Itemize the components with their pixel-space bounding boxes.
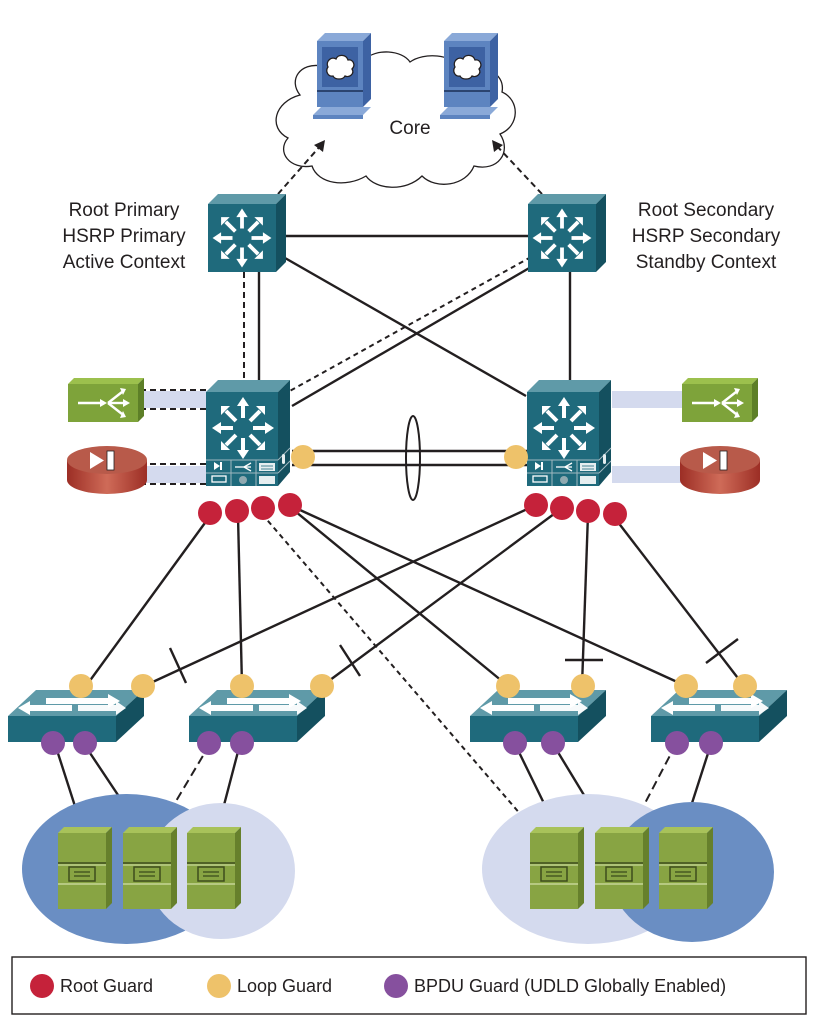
agg-right-label: Root Secondary HSRP Secondary Standby Co…: [632, 200, 781, 273]
dist-switch-left[interactable]: [206, 380, 290, 486]
standby-links: [140, 256, 677, 831]
ips-left-icon: [66, 445, 148, 495]
root-guard-marker: [278, 493, 302, 517]
root-guard-marker: [576, 499, 600, 523]
loop-guard-marker: [674, 674, 698, 698]
legend-item-bpdu-guard: BPDU Guard (UDLD Globally Enabled): [384, 974, 726, 998]
svg-text:HSRP Secondary: HSRP Secondary: [632, 226, 781, 247]
server-icon[interactable]: [658, 826, 714, 910]
server-icon[interactable]: [186, 826, 242, 910]
loop-guard-marker: [131, 674, 155, 698]
bpdu-guard-marker: [230, 731, 254, 755]
server-icon[interactable]: [529, 826, 585, 910]
arrow-head-left-icon: [314, 140, 325, 152]
load-balancer-right-icon: [680, 376, 760, 424]
agg-switch-left[interactable]: [208, 194, 286, 272]
loop-guard-marker: [69, 674, 93, 698]
bpdu-guard-marker: [73, 731, 97, 755]
access-switch-3[interactable]: [470, 690, 606, 742]
svg-text:Active Context: Active Context: [63, 252, 186, 273]
root-guard-marker: [550, 496, 574, 520]
bpdu-guard-marker: [699, 731, 723, 755]
loop-guard-swatch: [207, 974, 231, 998]
bpdu-guard-marker: [665, 731, 689, 755]
links: [53, 234, 745, 829]
svg-text:HSRP Primary: HSRP Primary: [62, 226, 186, 247]
bpdu-guard-swatch: [384, 974, 408, 998]
legend: Root Guard Loop Guard BPDU Guard (UDLD G…: [11, 956, 807, 1015]
root-guard-marker: [225, 499, 249, 523]
blocked-port-marks: [168, 638, 739, 684]
bpdu-guard-marker: [541, 731, 565, 755]
server-icon[interactable]: [122, 826, 178, 910]
loop-guard-marker: [504, 445, 528, 469]
svg-text:BPDU Guard (UDLD Globally Enab: BPDU Guard (UDLD Globally Enabled): [414, 976, 726, 996]
loop-guard-marker: [496, 674, 520, 698]
access-switch-1[interactable]: [8, 690, 144, 742]
root-guard-marker: [198, 501, 222, 525]
loop-guard-marker: [291, 445, 315, 469]
svg-text:Root Primary: Root Primary: [69, 200, 180, 221]
svg-text:Root Guard: Root Guard: [60, 976, 153, 996]
core-switch-right-icon: [439, 32, 499, 120]
svg-text:Standby Context: Standby Context: [636, 252, 777, 273]
server-icon[interactable]: [57, 826, 113, 910]
svg-text:Loop Guard: Loop Guard: [237, 976, 332, 996]
core-label: Core: [389, 118, 430, 139]
legend-item-root-guard: Root Guard: [30, 974, 153, 998]
loop-guard-marker: [571, 674, 595, 698]
root-guard-marker: [524, 493, 548, 517]
root-guard-marker: [603, 502, 627, 526]
bpdu-guard-marker: [197, 731, 221, 755]
load-balancer-left-icon: [66, 376, 146, 424]
port-channel-ellipse: [405, 415, 421, 501]
loop-guard-marker: [230, 674, 254, 698]
root-guard-swatch: [30, 974, 54, 998]
uplink-to-core: [277, 143, 543, 195]
bpdu-guard-marker: [41, 731, 65, 755]
legend-item-loop-guard: Loop Guard: [207, 974, 332, 998]
core-switch-left-icon: [312, 32, 372, 120]
ips-right-icon: [679, 445, 761, 495]
loop-guard-marker: [310, 674, 334, 698]
server-icon[interactable]: [594, 826, 650, 910]
svg-text:Root Secondary: Root Secondary: [638, 200, 775, 221]
agg-switch-right[interactable]: [528, 194, 606, 272]
root-guard-marker: [251, 496, 275, 520]
service-bands: [135, 391, 686, 483]
loop-guard-marker: [733, 674, 757, 698]
arrow-head-right-icon: [492, 140, 503, 152]
bpdu-guard-marker: [503, 731, 527, 755]
dist-switch-right[interactable]: [527, 380, 611, 486]
agg-left-label: Root Primary HSRP Primary Active Context: [62, 200, 186, 273]
